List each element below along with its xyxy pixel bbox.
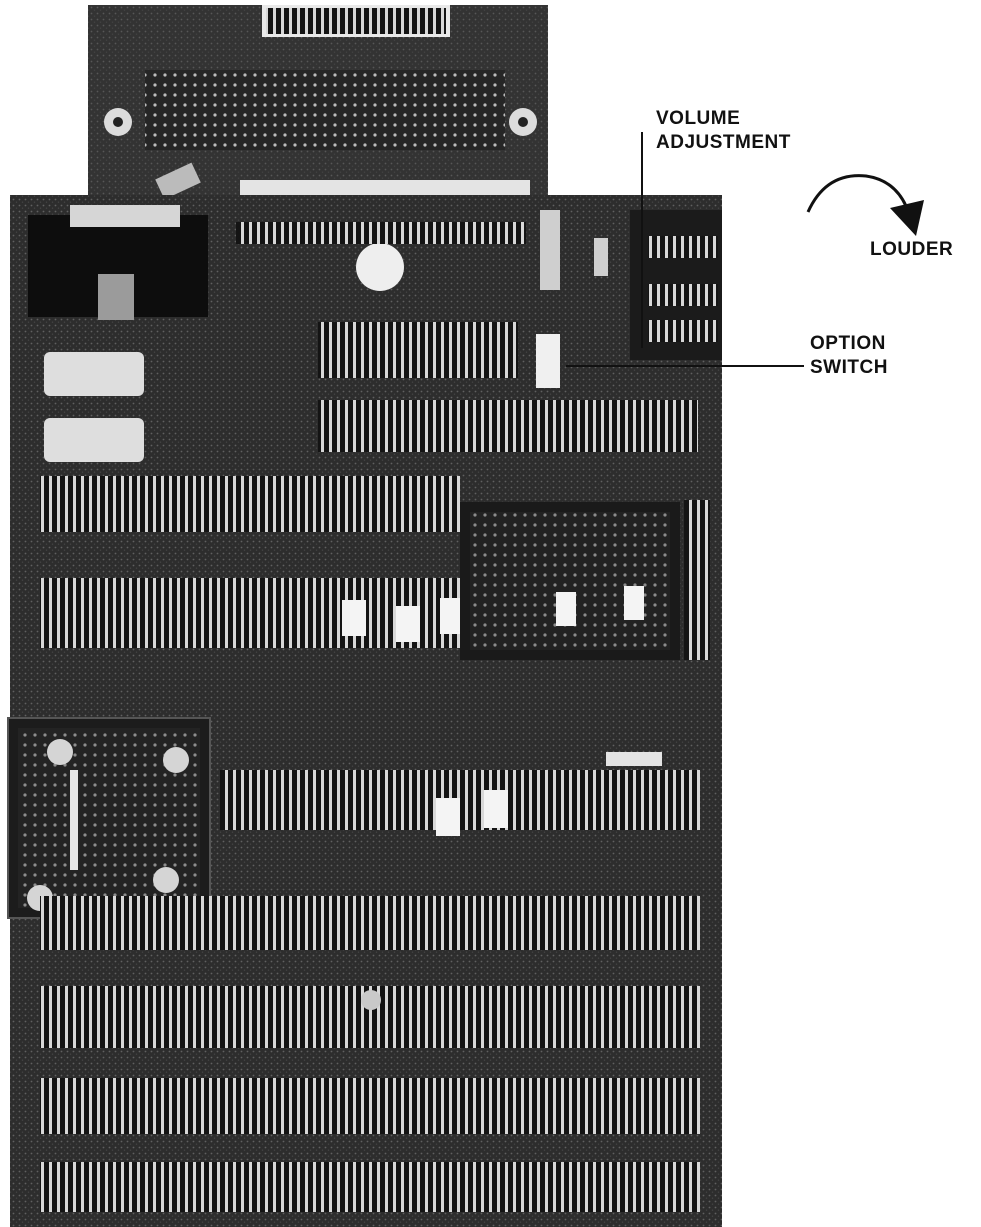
volume-adjustment-label: VOLUME ADJUSTMENT (656, 107, 791, 155)
option-switch-label: OPTION SWITCH (810, 332, 888, 380)
capacitor-left-2 (44, 418, 144, 462)
large-capacitor (356, 243, 404, 291)
edge-connector (684, 500, 710, 660)
volume-label-line1: VOLUME (656, 108, 741, 129)
capacitor-left-1 (44, 352, 144, 396)
option-label-line1: OPTION (810, 333, 886, 354)
volume-label-line2: ADJUSTMENT (656, 132, 791, 153)
main-circuit-board (7, 195, 722, 1227)
louder-rotation-arrow-icon (806, 174, 924, 236)
option-switch-component (536, 334, 560, 388)
top-daughter-board (88, 5, 548, 214)
louder-label: LOUDER (870, 239, 954, 260)
option-label-line2: SWITCH (810, 357, 888, 378)
